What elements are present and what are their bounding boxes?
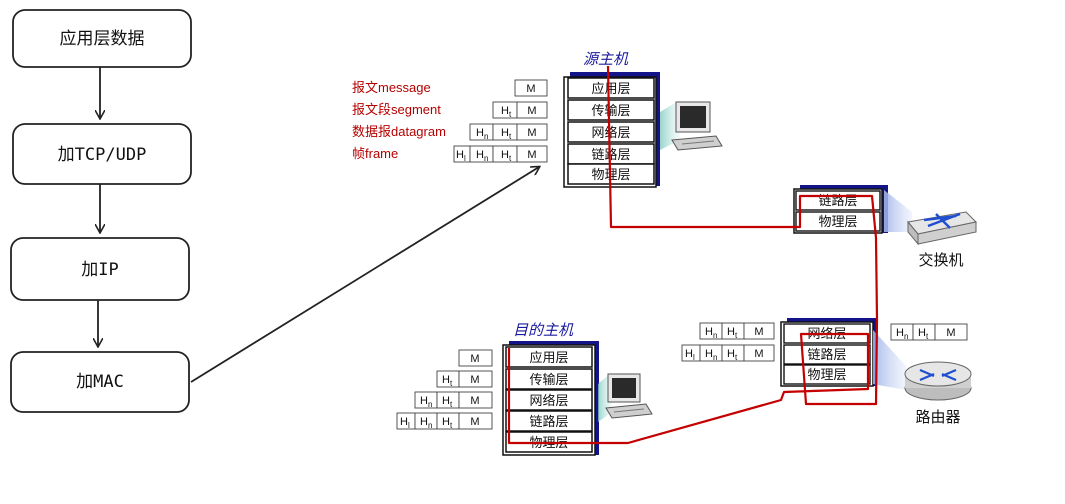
dest-frame: Hl Hn Ht M <box>396 412 493 430</box>
header-hl: Hl <box>685 348 695 362</box>
header-ht: Ht <box>501 149 512 163</box>
header-ht: Ht <box>442 416 453 430</box>
flow-step-label: 加MAC <box>76 372 124 392</box>
svg-text:应用层: 应用层 <box>591 81 630 97</box>
legend-frame: 帧frame <box>352 146 398 161</box>
router-out-datagram: Hn Ht M <box>890 323 968 341</box>
header-hn: Hn <box>420 395 432 409</box>
header-ht: Ht <box>442 374 453 388</box>
flow-step-add-ip: 加IP <box>10 237 190 301</box>
header-ht: Ht <box>918 327 929 341</box>
header-hn: Hn <box>420 416 432 430</box>
payload-m: M <box>527 149 536 161</box>
flow-step-label: 应用层数据 <box>60 29 145 49</box>
dest-host: 目的主机 应用层 传输层 网络层 链路层 物理层 M Ht M Hn <box>396 321 653 456</box>
payload-m: M <box>754 326 763 338</box>
payload-m: M <box>526 83 535 95</box>
payload-m: M <box>527 127 536 139</box>
encapsulation-legend: 报文message 报文段segment 数据报datagram 帧frame … <box>352 79 548 163</box>
svg-text:链路层: 链路层 <box>529 414 568 430</box>
flow-step-label: 加IP <box>81 260 118 280</box>
flow-chart: 应用层数据 加TCP/UDP 加IP 加MAC <box>10 9 539 413</box>
payload-m: M <box>946 327 955 339</box>
flow-step-add-tcp-udp: 加TCP/UDP <box>12 123 192 185</box>
source-layer-link: 链路层 <box>567 143 655 165</box>
payload-m: M <box>470 353 479 365</box>
dest-segment: Ht M <box>436 370 493 388</box>
switch-icon <box>907 211 978 246</box>
legend-message: 报文message <box>352 80 431 95</box>
header-hl: Hl <box>400 416 410 430</box>
header-ht: Ht <box>501 105 512 119</box>
switch-layer-link: 链路层 <box>795 190 881 211</box>
svg-text:应用层: 应用层 <box>529 350 568 366</box>
svg-text:传输层: 传输层 <box>529 372 568 388</box>
header-hn: Hn <box>896 327 908 341</box>
dest-layer-transport: 传输层 <box>505 368 593 390</box>
router-icon <box>904 361 972 401</box>
dest-layer-app: 应用层 <box>505 346 593 368</box>
source-layer-network: 网络层 <box>567 121 655 143</box>
packet-message: M <box>514 79 548 97</box>
flow-step-add-mac: 加MAC <box>10 351 190 413</box>
payload-m: M <box>527 105 536 117</box>
router-in-frame: Hl Hn Ht M <box>681 344 775 362</box>
data-path <box>507 65 879 445</box>
svg-text:链路层: 链路层 <box>591 147 630 163</box>
router-in-datagram: Hn Ht M <box>699 322 775 340</box>
svg-text:传输层: 传输层 <box>591 103 630 119</box>
router-label: 路由器 <box>915 408 960 426</box>
payload-m: M <box>470 374 479 386</box>
header-hn: Hn <box>705 326 717 340</box>
header-ht: Ht <box>501 127 512 141</box>
header-ht: Ht <box>727 348 738 362</box>
dest-message: M <box>458 349 493 367</box>
legend-segment: 报文段segment <box>352 102 441 117</box>
dest-layer-link: 链路层 <box>505 410 593 432</box>
source-layer-transport: 传输层 <box>567 99 655 121</box>
dest-host-title: 目的主机 <box>513 321 574 339</box>
source-host: 源主机 应用层 传输层 网络层 链路层 物理层 <box>563 50 723 188</box>
svg-text:网络层: 网络层 <box>529 393 568 409</box>
svg-text:网络层: 网络层 <box>591 125 630 141</box>
header-hl: Hl <box>456 149 466 163</box>
svg-text:物理层: 物理层 <box>818 215 857 230</box>
source-layer-app: 应用层 <box>567 77 655 99</box>
dest-datagram: Hn Ht M <box>414 391 493 409</box>
payload-m: M <box>470 395 479 407</box>
header-hn: Hn <box>476 149 488 163</box>
header-hn: Hn <box>476 127 488 141</box>
switch-layer-physical: 物理层 <box>795 211 881 232</box>
payload-m: M <box>470 416 479 428</box>
arrow-icon <box>190 167 539 383</box>
flow-step-label: 加TCP/UDP <box>58 145 147 165</box>
svg-text:链路层: 链路层 <box>807 347 846 363</box>
svg-text:物理层: 物理层 <box>807 368 846 383</box>
header-ht: Ht <box>727 326 738 340</box>
switch-label: 交换机 <box>918 251 963 269</box>
header-hn: Hn <box>705 348 717 362</box>
packet-segment: Ht M <box>492 101 548 119</box>
router-layer-physical: 物理层 <box>783 364 871 385</box>
payload-m: M <box>754 348 763 360</box>
computer-icon <box>598 372 653 422</box>
packet-datagram: Hn Ht M <box>469 123 548 141</box>
packet-frame: Hl Hn Ht M <box>453 145 548 163</box>
flow-step-app-data: 应用层数据 <box>12 9 192 68</box>
header-ht: Ht <box>442 395 453 409</box>
router-layer-link: 链路层 <box>783 344 871 365</box>
computer-icon <box>660 100 723 151</box>
dest-layer-network: 网络层 <box>505 389 593 411</box>
source-host-title: 源主机 <box>583 50 629 68</box>
switch: 链路层 物理层 交换机 <box>793 185 978 269</box>
legend-datagram: 数据报datagram <box>352 124 446 139</box>
